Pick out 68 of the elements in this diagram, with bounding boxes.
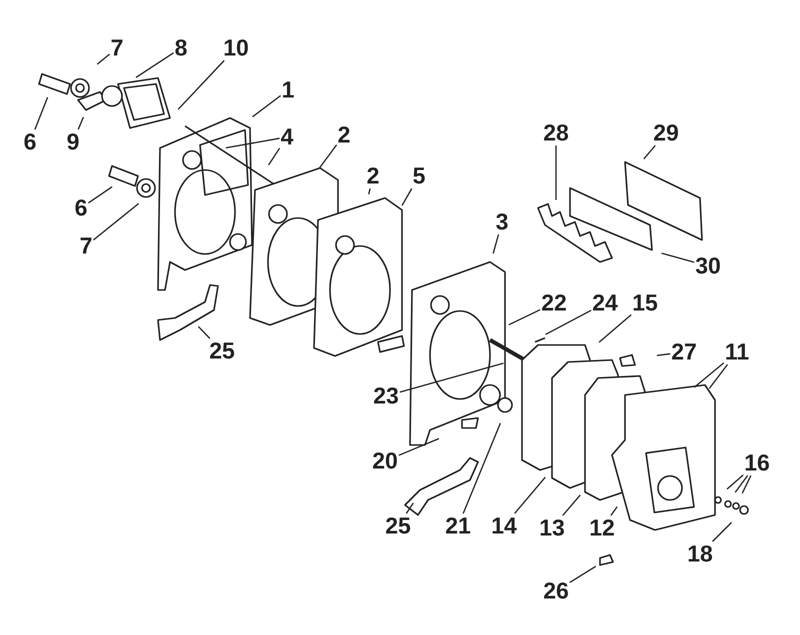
leader-line: [96, 54, 110, 65]
callout-number: 18: [686, 542, 714, 566]
callout-number: 5: [412, 164, 426, 188]
callout-number: 2: [366, 164, 380, 188]
leader-line: [136, 52, 174, 78]
callout-number: 26: [542, 578, 570, 604]
callout-number: 23: [372, 384, 400, 408]
callout-number: 7: [110, 36, 124, 60]
callout-number: 8: [174, 36, 188, 60]
callout-number: 24: [591, 290, 619, 316]
leader-line: [514, 476, 546, 514]
leader-line: [643, 145, 656, 160]
leader-line: [398, 438, 440, 456]
leader-line: [318, 144, 338, 169]
callout-number: 14: [490, 514, 518, 538]
leader-line: [726, 474, 744, 490]
callout-number: 15: [631, 290, 659, 316]
callout-number: 6: [22, 130, 38, 154]
leader-line: [708, 364, 728, 389]
leader-line: [656, 353, 670, 356]
leader-line: [712, 522, 732, 542]
leader-line: [508, 309, 540, 326]
leader-line: [401, 188, 412, 206]
callout-number: 4: [280, 124, 294, 150]
leader-line: [88, 186, 112, 204]
callout-number: 11: [724, 340, 750, 364]
callout-number: 12: [588, 516, 616, 540]
leader-line: [562, 494, 581, 516]
leader-line: [742, 475, 752, 494]
leader-line: [661, 252, 694, 263]
callout-number: 27: [670, 340, 698, 364]
leader-line: [610, 506, 618, 516]
leader-line: [198, 326, 210, 339]
callout-number: 29: [652, 120, 680, 146]
leader-line: [226, 138, 280, 149]
callout-number: 16: [743, 450, 771, 476]
callout-number: 10: [222, 36, 250, 60]
leader-line: [252, 95, 281, 118]
callout-number: 30: [694, 254, 722, 278]
callout-number: 13: [538, 516, 566, 540]
callout-number: 25: [384, 514, 412, 538]
callout-number: 7: [78, 234, 94, 258]
callout-number: 21: [444, 514, 472, 538]
leader-line: [368, 188, 371, 194]
callout-number: 3: [494, 210, 510, 234]
leader-line: [406, 502, 414, 514]
callout-number: 1: [280, 78, 296, 102]
callout-number: 25: [208, 338, 236, 364]
leader-line: [555, 146, 557, 200]
leader-line: [268, 148, 280, 166]
callout-number: 22: [540, 290, 568, 316]
leader-line: [462, 422, 501, 514]
leader-line: [178, 60, 225, 110]
leader-line: [694, 362, 724, 388]
leader-line: [93, 203, 140, 240]
leader-line: [598, 314, 632, 343]
callout-number: 6: [74, 196, 88, 220]
callout-number: 2: [336, 122, 352, 148]
leader-line: [400, 362, 504, 393]
callout-number: 9: [66, 130, 80, 154]
leader-line: [545, 310, 592, 335]
callout-number: 20: [371, 448, 399, 474]
leader-line: [492, 234, 500, 254]
leader-line: [734, 475, 748, 493]
leader-line: [34, 96, 48, 130]
leader-line: [569, 566, 596, 583]
leader-line: [78, 116, 84, 130]
callout-number: 28: [542, 120, 570, 146]
